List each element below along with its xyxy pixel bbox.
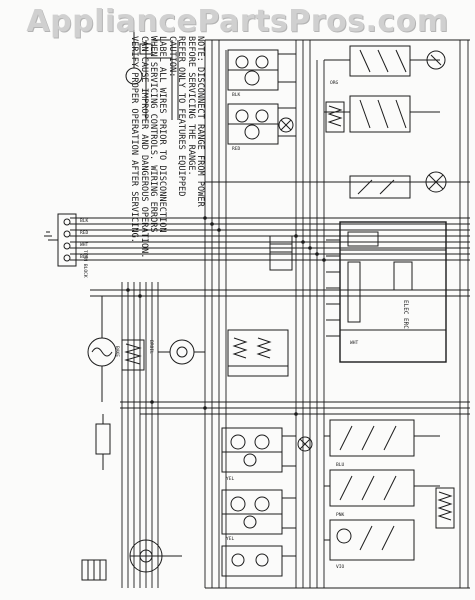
top-left-switch	[125, 30, 179, 120]
wire-label: RED	[232, 146, 241, 152]
oven-sensor	[158, 339, 205, 365]
erc-label: ELEC ERC	[402, 300, 409, 329]
wire-label: WHT	[350, 340, 359, 346]
note-line: NOTE: DISCONNECT RANGE FROM POWER	[195, 36, 205, 207]
lower-infinite-switch-a	[221, 427, 296, 473]
service-notes: NOTE: DISCONNECT RANGE FROM POWER BEFORE…	[129, 36, 205, 259]
wire-labels: BLK RED WHT BLK BLK RED ORG YEL YEL BLU …	[80, 80, 359, 570]
upper-infinite-switch-b	[227, 103, 296, 145]
convection-fan-motor	[129, 539, 182, 573]
wire-label: BLK	[80, 254, 89, 260]
upper-lamp	[278, 117, 294, 133]
upper-right-switch-b	[324, 95, 440, 133]
terminal-block-label: TERM BLOCK	[82, 250, 88, 278]
lower-right-element	[435, 487, 455, 529]
wire-label: BLU	[336, 462, 345, 468]
lower-center-lamp	[297, 436, 313, 452]
note-line: REFER ONLY TO FEATURES EQUIPPED	[176, 36, 187, 197]
junction-dots	[126, 216, 326, 416]
lower-right-switch-a	[324, 419, 440, 457]
note-line: CAUTION:	[166, 36, 177, 78]
wire-label: PNK	[336, 512, 345, 518]
door-switch	[349, 175, 411, 199]
wire-label: VIO	[336, 564, 345, 570]
lower-right-switch-b	[324, 469, 440, 507]
relay-board	[227, 329, 289, 377]
upper-infinite-switch-a	[227, 49, 296, 91]
wire-label: YEL	[226, 536, 235, 542]
lower-infinite-switch-b	[221, 489, 296, 535]
bake-element	[87, 296, 117, 402]
wire-label: YEL	[226, 476, 235, 482]
terminal-block	[44, 213, 77, 267]
broil-label: BROIL	[148, 340, 154, 354]
wire-label: ORG	[330, 80, 339, 86]
wire-label: BLK	[232, 92, 241, 98]
upper-right-switch-a	[324, 45, 446, 77]
bottom-left-connector	[81, 559, 107, 581]
note-line: WHEN SERVICING CONTROLS. WIRING ERRORS	[147, 36, 158, 233]
note-line: VERIFY PROPER OPERATION AFTER SERVICING.	[129, 36, 140, 243]
lower-infinite-switch-c	[221, 545, 296, 577]
note-line: BEFORE SERVICING THE RANGE.	[185, 36, 196, 176]
wire-label: BLK	[80, 218, 89, 224]
upper-right-element	[325, 101, 345, 133]
trunk-wires	[121, 40, 469, 588]
fuse	[95, 414, 111, 470]
broil-element	[121, 339, 145, 371]
note-line: LABEL ALL WIRES PRIOR TO DISCONNECTION	[157, 36, 168, 233]
lower-right-switch-c	[324, 519, 415, 561]
wire-label: WHT	[80, 242, 89, 248]
wire-label: RED	[80, 230, 89, 236]
oven-light	[425, 171, 447, 193]
erc-connector	[269, 235, 293, 271]
bake-label: BAKE	[114, 346, 120, 357]
electronic-range-control	[326, 221, 468, 363]
bus-lines	[70, 39, 470, 589]
note-line: CAN CAUSE IMPROPER AND DANGEROUS OPERATI…	[138, 36, 149, 259]
